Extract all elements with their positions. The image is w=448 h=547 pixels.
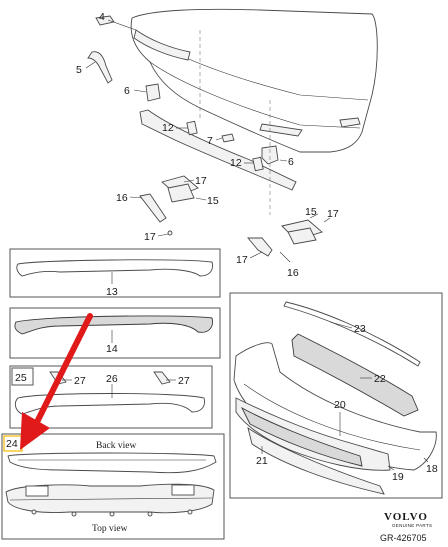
callout-26: 26: [106, 373, 118, 385]
callout-17a: 17: [195, 175, 207, 187]
caption-back-view: Back view: [96, 441, 137, 451]
callout-16b: 16: [287, 267, 299, 279]
box-part-24: [1, 433, 225, 540]
clip-12b: [244, 156, 264, 172]
callout-17d: 17: [236, 254, 248, 266]
callout-17b: 17: [327, 208, 339, 220]
callout-13: 13: [106, 286, 118, 298]
callout-12a: 12: [162, 122, 174, 134]
callout-23: 23: [354, 323, 366, 335]
callout-6a: 6: [124, 85, 130, 97]
callout-25: 25: [15, 372, 27, 384]
callout-18: 18: [426, 463, 438, 475]
callout-15a: 15: [207, 195, 219, 207]
clip-12a: [176, 120, 198, 136]
callout-16a: 16: [116, 192, 128, 204]
lower-grille-19: [235, 397, 391, 471]
reference-code: GR-426705: [380, 533, 427, 543]
bumper-cover: [130, 8, 378, 153]
callout-5: 5: [76, 64, 82, 76]
callout-4: 4: [99, 11, 105, 23]
callout-17c: 17: [144, 231, 156, 243]
callout-27a: 27: [74, 375, 86, 387]
back-view-part: [7, 452, 217, 474]
caption-top-view: Top view: [92, 524, 128, 534]
callout-12b: 12: [230, 157, 242, 169]
callout-15b: 15: [305, 206, 317, 218]
callout-14: 14: [106, 343, 118, 355]
red-arrow: [20, 313, 93, 450]
callout-19: 19: [392, 471, 404, 483]
callout-7: 7: [207, 135, 213, 147]
brand-sub: GENUINE PARTS: [392, 523, 432, 528]
callout-27b: 27: [178, 375, 190, 387]
top-view-part: [5, 483, 215, 514]
brand-name: VOLVO: [384, 511, 428, 523]
callout-22: 22: [374, 373, 386, 385]
rear-bumper-assembly: [85, 8, 378, 263]
callout-20: 20: [334, 399, 346, 411]
box-part-14: [9, 307, 221, 359]
callout-21: 21: [256, 455, 268, 467]
impact-beam-22: [291, 333, 419, 417]
callout-6b: 6: [288, 156, 294, 168]
box-parts-18-23: [229, 292, 443, 499]
callout-24: 24: [6, 438, 18, 450]
box-part-13: [9, 248, 221, 298]
bracket-5: [87, 51, 113, 84]
